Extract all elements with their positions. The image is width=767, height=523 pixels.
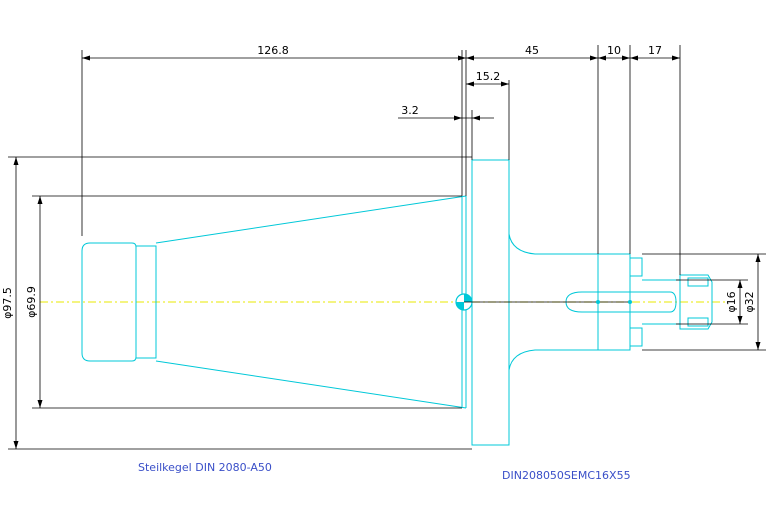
- dim-label-phi97-5: φ97.5: [1, 287, 14, 319]
- dim-label-3-2: 3.2: [401, 104, 419, 117]
- dim-label-phi16: φ16: [725, 291, 738, 312]
- dim-label-126-8: 126.8: [257, 44, 289, 57]
- gauge-point-symbol: [455, 293, 632, 311]
- dim-label-10: 10: [607, 44, 621, 57]
- dim-label-17: 17: [648, 44, 662, 57]
- caption-taper-standard: Steilkegel DIN 2080-A50: [138, 461, 272, 474]
- dim-label-45: 45: [525, 44, 539, 57]
- dim-label-phi32: φ32: [743, 291, 756, 312]
- dimension-lines-horizontal: [81, 45, 681, 275]
- dimension-lines-vertical: [8, 156, 766, 450]
- dim-label-phi69-9: φ69.9: [25, 286, 38, 318]
- caption-part-number: DIN208050SEMC16X55: [502, 469, 631, 482]
- dim-label-15-2: 15.2: [476, 70, 501, 83]
